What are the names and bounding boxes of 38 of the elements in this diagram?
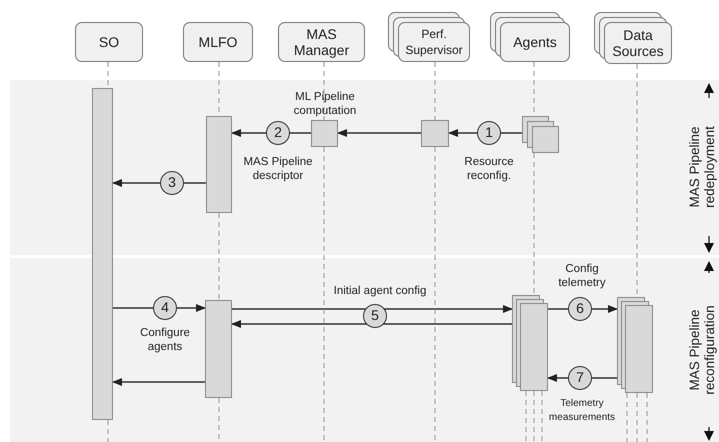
message-arrow <box>231 320 512 328</box>
activation-bar <box>205 300 232 398</box>
participant-box: MAS Manager <box>278 22 365 62</box>
participant-name: Perf. Supervisor <box>404 26 464 58</box>
message-arrow <box>231 129 311 137</box>
activation-stack <box>617 297 653 393</box>
participant-stack <box>388 12 470 62</box>
step-description: Config telemetry <box>557 262 607 290</box>
step-description: Telemetry measurements <box>548 397 616 425</box>
participant-name: Data Sources <box>611 27 665 59</box>
message-arrow <box>113 304 206 312</box>
activation-bar <box>92 88 113 420</box>
phase-label: MAS Pipeline redeployment <box>687 125 717 210</box>
lifeline <box>434 62 436 120</box>
activation-stack <box>512 295 548 391</box>
message-arrow <box>337 129 421 137</box>
participant-box: SO <box>75 22 143 62</box>
step-description: Configure agents <box>139 326 191 354</box>
message-arrow <box>547 374 617 382</box>
activation-bar <box>206 116 232 213</box>
participant-stack <box>490 12 570 62</box>
step-description: MAS Pipeline descriptor <box>242 155 314 183</box>
step-description: Initial agent config <box>332 284 428 298</box>
lifeline <box>218 212 220 300</box>
activation-stack <box>522 116 559 153</box>
message-arrow <box>112 179 206 187</box>
participant-stack <box>594 12 672 64</box>
phase-label: MAS Pipeline reconfiguration <box>687 304 717 397</box>
step-description: ML Pipeline computation <box>292 90 358 118</box>
message-arrow <box>232 305 513 313</box>
message-arrow <box>448 129 522 137</box>
participant-box: MLFO <box>183 22 253 62</box>
participant-name: Agents <box>513 34 557 50</box>
activation-bar <box>311 120 338 147</box>
activation-bar <box>421 120 449 147</box>
step-description: Resource reconfig. <box>463 155 515 183</box>
message-arrow <box>548 305 618 313</box>
message-arrow <box>112 378 205 386</box>
